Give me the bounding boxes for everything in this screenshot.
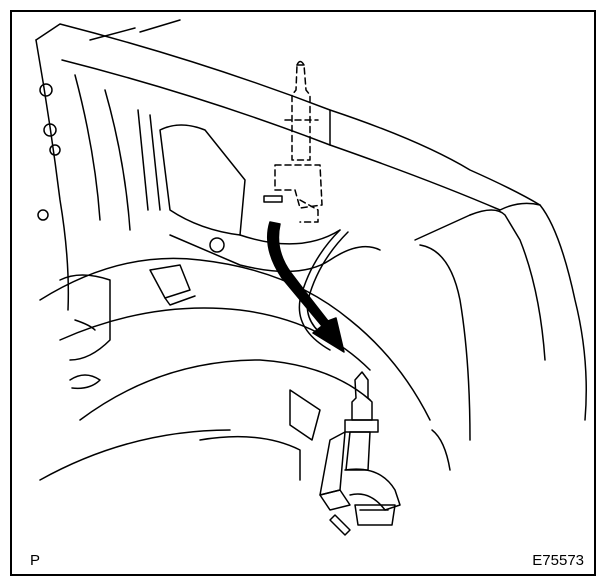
sensor-removed xyxy=(319,371,401,536)
technical-illustration xyxy=(35,19,587,536)
curved-arrow-icon xyxy=(267,221,345,353)
wheel-house xyxy=(39,257,451,481)
sensor-tip-outline xyxy=(296,60,305,66)
left-pillar-structure xyxy=(35,39,161,311)
clip-outline xyxy=(263,195,283,203)
sensor-original-position xyxy=(274,64,323,223)
view-marker-label: P xyxy=(30,552,41,569)
figure-code: E75573 xyxy=(532,552,584,569)
rear-body-panel xyxy=(35,19,587,441)
window-opening xyxy=(159,124,381,273)
